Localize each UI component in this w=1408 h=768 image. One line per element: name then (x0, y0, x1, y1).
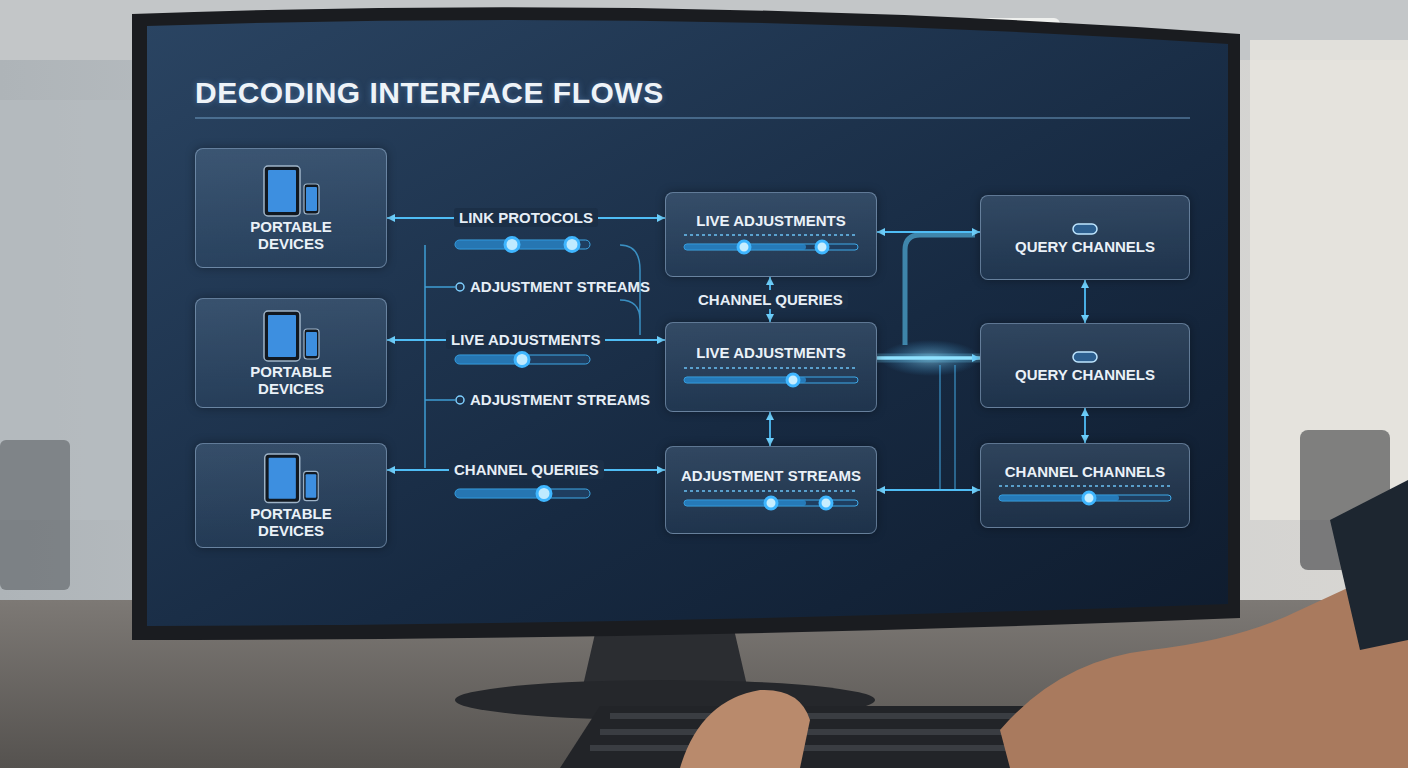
slider-knob (738, 241, 750, 253)
phone-shape (304, 329, 319, 359)
phone-screen (306, 332, 317, 356)
flow-box: ADJUSTMENT STREAMS (665, 446, 877, 534)
device-icon (260, 452, 322, 505)
flow-box: QUERY CHANNELS (980, 323, 1190, 408)
toggle-shape (1073, 224, 1097, 234)
tablet-screen (268, 170, 296, 212)
slider-bar (995, 480, 1175, 508)
flow-box: LIVE ADJUSTMENTS (665, 192, 877, 277)
slider-knob (787, 374, 799, 386)
box-label: ADJUSTMENT STREAMS (681, 467, 861, 484)
tablet-shape (265, 454, 300, 503)
slider-bar (455, 238, 590, 252)
box-label: LIVE ADJUSTMENTS (696, 344, 845, 361)
slider-bar (680, 229, 862, 257)
bullet (456, 396, 464, 404)
slider-track (684, 377, 858, 383)
flow-box: PORTABLE DEVICES (195, 298, 387, 408)
slider-knob (1083, 492, 1095, 504)
left-hand (680, 690, 810, 768)
data-pipe (905, 235, 975, 345)
slider-bar (680, 485, 862, 513)
slider-bar (680, 362, 862, 390)
slider-dots (684, 234, 858, 236)
phone-shape (304, 184, 319, 214)
flow-box: LIVE ADJUSTMENTS (665, 322, 877, 412)
slider-knob (820, 497, 832, 509)
slider-fill (684, 500, 806, 506)
flow-box: QUERY CHANNELS (980, 195, 1190, 280)
slider-dots (684, 490, 858, 492)
monitor-bezel (132, 7, 1240, 640)
toggle-icon (1070, 348, 1100, 366)
tablet-shape (264, 311, 300, 361)
slider-track (684, 244, 858, 250)
device-icon (260, 309, 322, 363)
diagram-title: DECODING INTERFACE FLOWS (195, 76, 664, 110)
phone-screen (306, 187, 317, 211)
bullet (456, 283, 464, 291)
box-label: CHANNEL CHANNELS (1005, 463, 1166, 480)
toggle-icon (1070, 220, 1100, 238)
tablet-screen (269, 458, 296, 499)
flow-box: CHANNEL CHANNELS (980, 443, 1190, 528)
box-label: QUERY CHANNELS (1015, 366, 1155, 383)
slider-knob (816, 241, 828, 253)
connector-arrow (769, 412, 771, 446)
slider-knob (765, 497, 777, 509)
edge-label: LINK PROTOCOLS (454, 208, 598, 227)
flow-label: ADJUSTMENT STREAMS (470, 278, 650, 295)
flow-box: PORTABLE DEVICES (195, 443, 387, 548)
bracket-line (425, 245, 455, 468)
box-label: LIVE ADJUSTMENTS (696, 212, 845, 229)
box-label: PORTABLE DEVICES (231, 363, 351, 398)
title-rule (195, 117, 1190, 119)
flow-box: PORTABLE DEVICES (195, 148, 387, 268)
connector-arrow (877, 356, 980, 360)
slider-dots (999, 485, 1171, 487)
monitor-screen (147, 20, 1228, 626)
flow-label: ADJUSTMENT STREAMS (470, 391, 650, 408)
data-glow (880, 340, 980, 376)
office-chair (0, 440, 70, 590)
edge-label: LIVE ADJUSTMENTS (446, 330, 605, 349)
sleeve (1330, 480, 1408, 650)
box-label: PORTABLE DEVICES (231, 505, 351, 540)
tablet-shape (264, 166, 300, 216)
tablet-screen (268, 315, 296, 357)
toggle-shape (1073, 352, 1097, 362)
slider-bar (455, 487, 590, 501)
slider-bar (455, 353, 590, 367)
connector-arrow (1084, 280, 1086, 323)
slider-dots (684, 367, 858, 369)
slider-fill (999, 495, 1119, 501)
connector-glow (877, 354, 980, 363)
phone-screen (306, 474, 317, 497)
connector-arrow (1084, 408, 1086, 443)
phone-shape (304, 471, 319, 500)
bracket-line (940, 365, 955, 490)
device-icon (260, 164, 322, 218)
edge-label: CHANNEL QUERIES (693, 290, 848, 309)
edge-label: CHANNEL QUERIES (449, 460, 604, 479)
connector-arrow (877, 489, 980, 491)
box-label: PORTABLE DEVICES (231, 218, 351, 253)
connector-arrow (877, 231, 980, 233)
box-label: QUERY CHANNELS (1015, 238, 1155, 255)
